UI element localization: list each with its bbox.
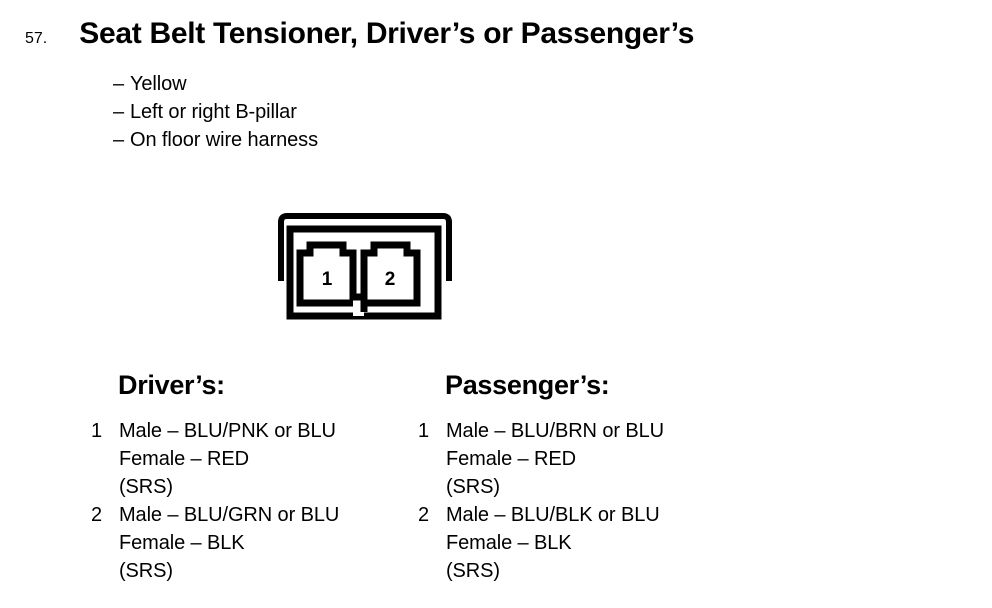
pin-entry-line-system: (SRS) (119, 560, 173, 582)
pin-entry-index: 2 (91, 504, 103, 526)
list-item: –Left or right B-pillar (113, 98, 318, 126)
pin-entry-line-system: (SRS) (446, 560, 500, 582)
pin-entry-lines: Male – BLU/BLK or BLU Female – BLK (SRS) (446, 501, 660, 585)
connector-cavity-1 (296, 241, 357, 307)
page-title: 57. Seat Belt Tensioner, Driver’s or Pas… (25, 17, 694, 51)
connector-cavity-2 (360, 241, 421, 307)
pin-entry-line-male: Male – BLU/BRN or BLU (446, 420, 664, 442)
bullet-dash-icon: – (113, 73, 125, 95)
pin-entry: 1 Male – BLU/PNK or BLU Female – RED (SR… (91, 417, 339, 501)
pin-entry-line-female: Female – RED (446, 448, 576, 470)
pin-entry: 1 Male – BLU/BRN or BLU Female – RED (SR… (418, 417, 664, 501)
list-item: –Yellow (113, 70, 318, 98)
connector-diagram: 1 2 (268, 205, 468, 330)
pin-entry-lines: Male – BLU/PNK or BLU Female – RED (SRS) (119, 417, 336, 501)
list-item: –On floor wire harness (113, 126, 318, 154)
pin-entry-index: 1 (418, 420, 430, 442)
pin-entry-lines: Male – BLU/BRN or BLU Female – RED (SRS) (446, 417, 664, 501)
attribute-list: –Yellow –Left or right B-pillar –On floo… (113, 70, 318, 154)
pin-entry-index: 2 (418, 504, 430, 526)
attribute-text: On floor wire harness (130, 129, 318, 151)
pin-entry-line-female: Female – BLK (446, 532, 572, 554)
connector-outer-shell (278, 213, 452, 281)
connector-center-key-outline (353, 293, 368, 312)
pin-entry: 2 Male – BLU/BLK or BLU Female – BLK (SR… (418, 501, 664, 585)
pin-entry-index: 1 (91, 420, 103, 442)
column-heading: Passenger’s: (445, 370, 610, 400)
pinout-column-passengers: Passenger’s: 1 Male – BLU/BRN or BLU Fem… (418, 370, 664, 585)
pin-entry-line-female: Female – BLK (119, 532, 245, 554)
pin-entry-line-system: (SRS) (119, 476, 173, 498)
connector-pin-label-1: 1 (322, 269, 333, 290)
attribute-text: Left or right B-pillar (130, 101, 297, 123)
pin-entry-line-female: Female – RED (119, 448, 249, 470)
pin-entry-line-male: Male – BLU/PNK or BLU (119, 420, 336, 442)
column-heading: Driver’s: (118, 370, 225, 400)
pin-entry-line-male: Male – BLU/BLK or BLU (446, 504, 660, 526)
entry-number: 57. (25, 30, 48, 47)
connector-pin-label-2: 2 (385, 269, 396, 290)
bullet-dash-icon: – (113, 129, 125, 151)
connector-center-key (353, 297, 364, 316)
bullet-dash-icon: – (113, 101, 125, 123)
pin-entry-lines: Male – BLU/GRN or BLU Female – BLK (SRS) (119, 501, 339, 585)
pin-entry-line-system: (SRS) (446, 476, 500, 498)
entry-title: Seat Belt Tensioner, Driver’s or Passeng… (79, 17, 695, 50)
pin-entry-line-male: Male – BLU/GRN or BLU (119, 504, 340, 526)
pin-entry: 2 Male – BLU/GRN or BLU Female – BLK (SR… (91, 501, 339, 585)
pinout-column-drivers: Driver’s: 1 Male – BLU/PNK or BLU Female… (91, 370, 339, 585)
attribute-text: Yellow (130, 73, 187, 95)
